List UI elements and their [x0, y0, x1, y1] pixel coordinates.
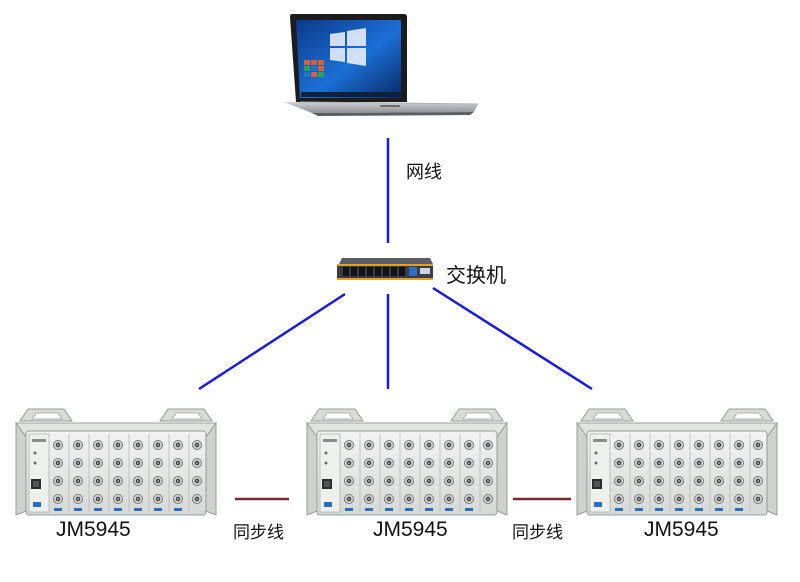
device-chassis-1 [16, 409, 216, 515]
device-label-1: JM5945 [56, 518, 131, 541]
switch-label: 交换机 [446, 263, 506, 287]
sync-cable-label-2: 同步线 [512, 523, 563, 543]
sync-cable-label-1: 同步线 [233, 523, 284, 543]
device-chassis-3 [577, 409, 777, 515]
device-label-2: JM5945 [373, 518, 448, 541]
network-cable-label: 网线 [406, 162, 442, 183]
laptop-image [284, 14, 479, 116]
device-label-3: JM5945 [644, 518, 719, 541]
device-chassis-2 [307, 409, 507, 515]
network-switch-image [337, 258, 433, 280]
link-line-right [432, 286, 593, 391]
link-line-left [198, 292, 346, 391]
